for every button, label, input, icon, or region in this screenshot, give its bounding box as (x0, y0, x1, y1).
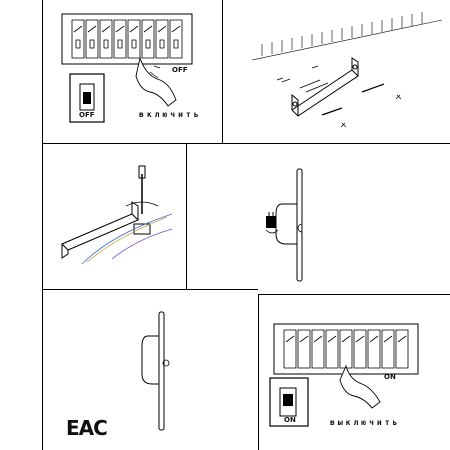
panel-border-left (42, 0, 43, 450)
panel-border-row2-horizontal-left (42, 289, 258, 290)
step6-breaker-label: ON (384, 373, 396, 381)
panel-border-top-vertical (222, 0, 223, 143)
wiring-connection (61, 165, 173, 265)
panel-border-row2-horizontal-right (258, 294, 450, 295)
step1-switch-label: OFF (79, 111, 95, 119)
bracket-wall-mount (251, 12, 443, 128)
step1-breaker-label: OFF (172, 66, 188, 74)
lamp-on-bracket (265, 168, 303, 282)
panel-border-bottom-vertical (258, 294, 259, 450)
eac-certification-mark: EAC (66, 416, 108, 440)
breaker-panel-off (61, 13, 193, 123)
panel-border-row1-horizontal (42, 143, 450, 144)
breaker-panel-on (269, 323, 419, 427)
panel-border-mid-vertical (186, 143, 187, 290)
step6-caption: выключить (330, 418, 401, 427)
step6-switch-label: ON (284, 416, 296, 424)
step1-caption: включить (139, 110, 202, 119)
finished-lamp (141, 311, 170, 431)
